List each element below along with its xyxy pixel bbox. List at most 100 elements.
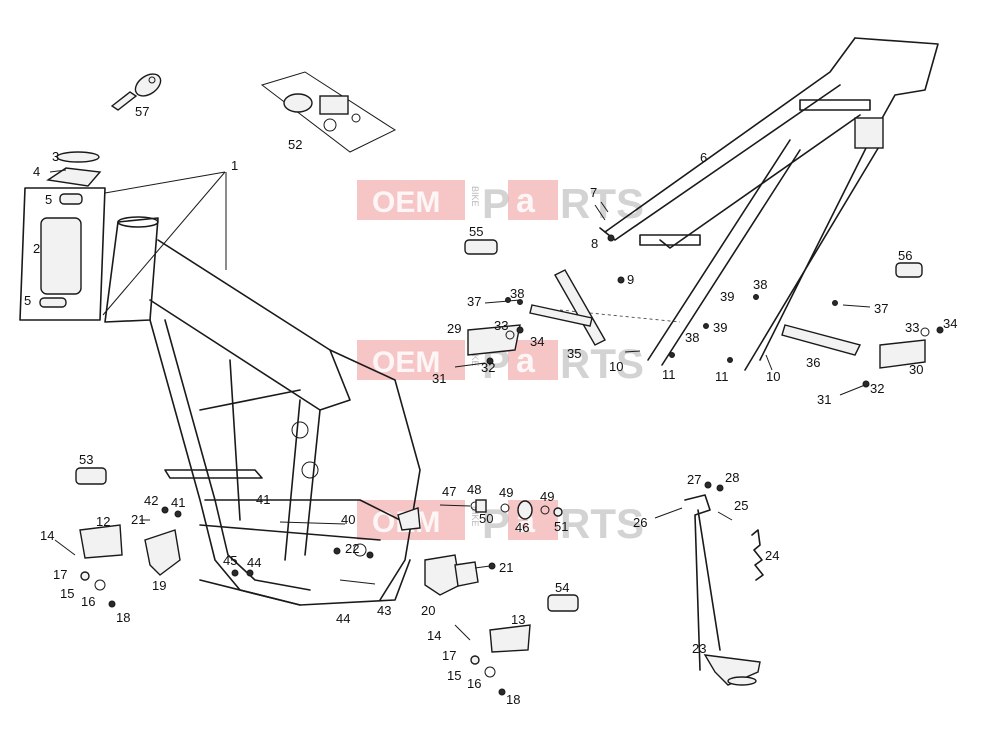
rubber-pad-54 [547,594,579,612]
label-38: 38 [510,286,524,301]
label-32: 32 [481,360,495,375]
key-part [110,73,162,111]
label-48: 48 [467,482,481,497]
label-18-lower: 18 [506,692,520,707]
label-46: 46 [515,520,529,535]
label-39-lower: 39 [713,320,727,335]
svg-text:P: P [482,180,510,227]
label-40: 40 [341,512,355,527]
label-33: 33 [494,318,508,333]
label-12: 12 [96,514,110,529]
sidestand [684,494,761,686]
label-28: 28 [725,470,739,485]
label-47: 47 [442,484,456,499]
label-54: 54 [555,580,569,595]
rear-subframe [599,37,939,371]
svg-text:BIKE: BIKE [470,506,480,527]
label-15: 15 [60,586,74,601]
footpeg-right [879,339,926,369]
right-footpeg-bracket [781,324,862,356]
label-17: 17 [53,567,67,582]
label-6: 6 [700,150,707,165]
main-frame [104,216,421,606]
label-5: 5 [45,192,52,207]
headstock-cover-set [19,151,226,321]
rubber-pad-56 [895,262,923,278]
label-37-right: 37 [874,301,888,316]
watermark-top: OEM BIKE P a RTS [357,180,644,227]
label-11: 11 [662,367,676,382]
svg-text:BIKE: BIKE [470,186,480,207]
label-17-lower: 17 [442,648,456,663]
bracket-20 [424,554,479,596]
label-16-lower: 16 [467,676,481,691]
label-5-lower: 5 [24,293,31,308]
label-36: 36 [806,355,820,370]
label-15-lower: 15 [447,668,461,683]
label-38-lower: 38 [685,330,699,345]
rubber-pad-55 [464,239,498,255]
label-49: 49 [499,485,513,500]
svg-text:a: a [516,342,536,380]
label-31-right: 31 [817,392,831,407]
label-45: 45 [223,553,237,568]
label-21: 21 [131,512,145,527]
label-3: 3 [52,149,59,164]
label-38-upper: 38 [753,277,767,292]
label-37: 37 [467,294,481,309]
label-10-right: 10 [766,369,780,384]
label-39: 39 [720,289,734,304]
label-7: 7 [590,185,597,200]
label-53: 53 [79,452,93,467]
label-50: 50 [479,511,493,526]
label-8: 8 [591,236,598,251]
label-11-right: 11 [715,369,729,384]
label-23: 23 [692,641,706,656]
callout-labels: 1 2 3 4 5 5 6 7 8 9 10 10 11 11 12 13 14… [24,104,957,707]
label-16: 16 [81,594,95,609]
label-26: 26 [633,515,647,530]
label-25: 25 [734,498,748,513]
label-14-lower: 14 [427,628,441,643]
label-30: 30 [909,362,923,377]
svg-text:RTS: RTS [560,340,644,387]
label-35: 35 [567,346,581,361]
label-43: 43 [377,603,391,618]
ignition-kit-part [260,71,397,153]
passenger-peg-12 [79,524,123,559]
label-55: 55 [469,224,483,239]
svg-text:RTS: RTS [560,500,644,547]
label-32-right: 32 [870,381,884,396]
label-13: 13 [511,612,525,627]
svg-text:a: a [516,182,536,220]
label-18: 18 [116,610,130,625]
label-34-right: 34 [943,316,957,331]
label-21-right: 21 [499,560,513,575]
label-51: 51 [554,519,568,534]
label-24: 24 [765,548,779,563]
label-49-right: 49 [540,489,554,504]
label-29: 29 [447,321,461,336]
label-44: 44 [247,555,261,570]
label-20: 20 [421,603,435,618]
label-34: 34 [530,334,544,349]
label-52: 52 [288,137,302,152]
passenger-peg-13 [489,624,531,653]
sidestand-spring [751,529,764,581]
label-31: 31 [432,371,446,386]
fasteners [54,201,944,696]
leader-lines [49,169,227,270]
svg-text:BIKE: BIKE [470,346,480,367]
label-9: 9 [627,272,634,287]
rubber-pad-53 [75,467,107,485]
label-22: 22 [345,541,359,556]
label-1: 1 [231,158,238,173]
label-44-lower: 44 [336,611,350,626]
label-14: 14 [40,528,54,543]
label-57: 57 [135,104,149,119]
label-19: 19 [152,578,166,593]
label-2: 2 [33,241,40,256]
label-33-right: 33 [905,320,919,335]
